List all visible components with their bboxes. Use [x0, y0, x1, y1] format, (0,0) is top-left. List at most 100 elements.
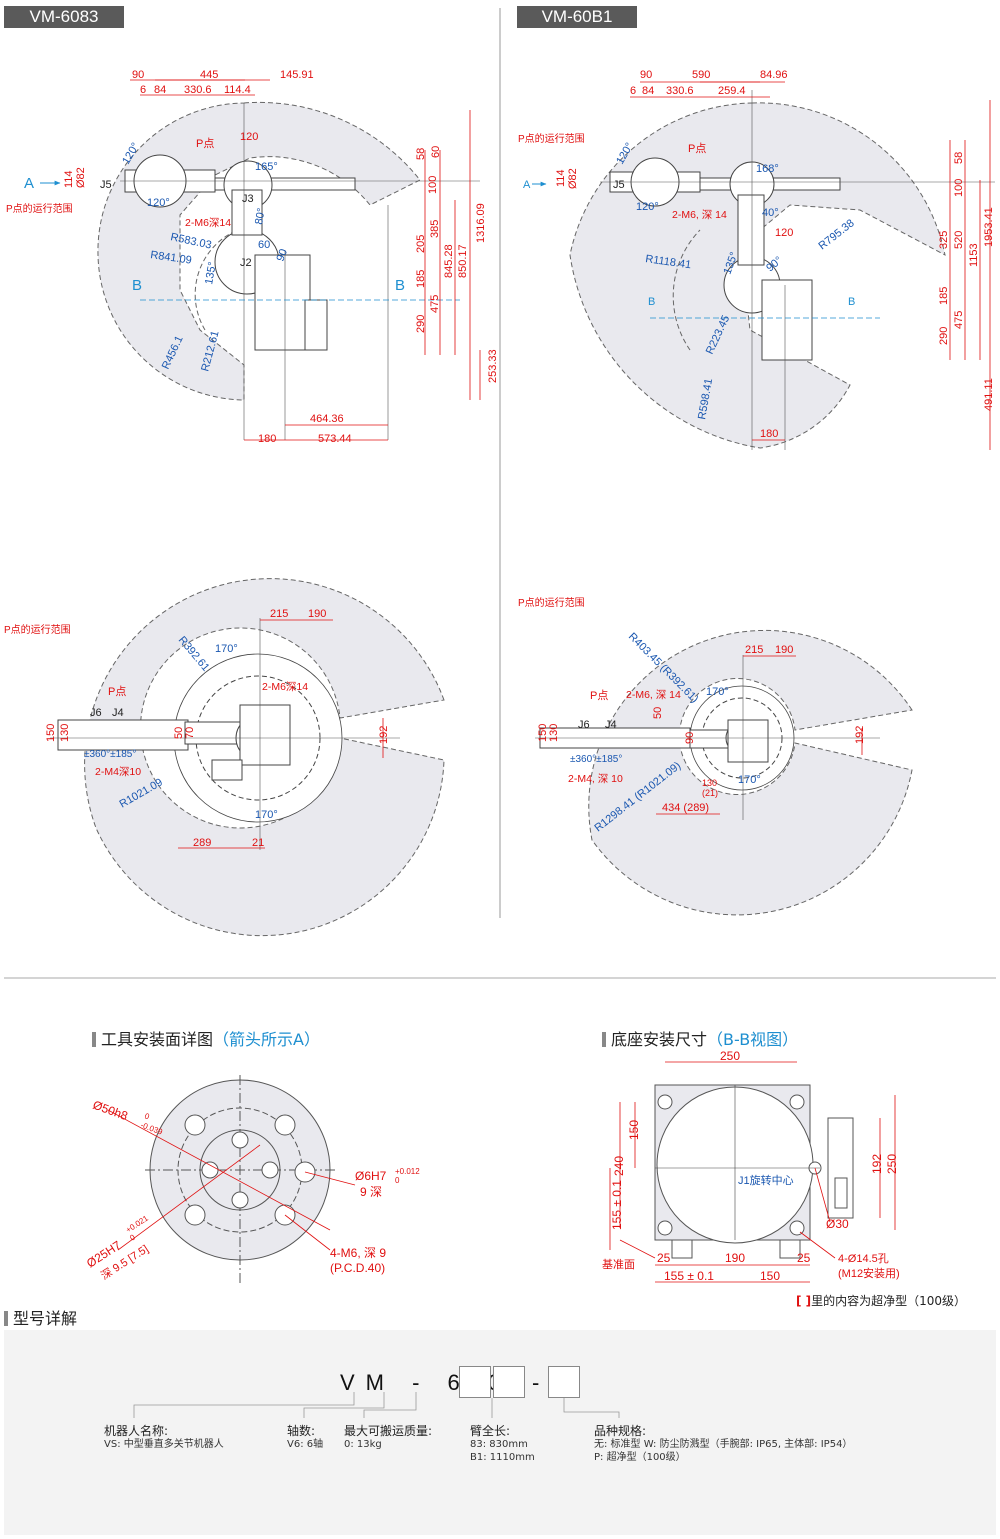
lt-d90: 90: [275, 247, 290, 263]
lt-dim-253: 253.33: [487, 349, 499, 383]
lm-p-range: P点的运行范围: [4, 623, 71, 636]
lt-r841: R841.09: [150, 249, 193, 267]
model-code-dash: -: [532, 1370, 551, 1395]
lm-dim-130: 130: [59, 724, 71, 742]
lm-dim-21: 21: [252, 837, 264, 849]
base-j1-center: J1旋转中心: [738, 1173, 794, 1187]
rm-dim-130b: 130: [702, 778, 717, 788]
code-part-3-title: 最大可搬运质量:: [344, 1424, 433, 1438]
rt-dim-6: 6: [630, 85, 636, 97]
rt-p-point: P点: [688, 142, 706, 155]
base-d25a: 25: [657, 1251, 671, 1265]
rt-label-b2: B: [848, 296, 855, 308]
lm-m6: 2-M6深14: [262, 681, 308, 693]
lm-rot: ±360°±185°: [84, 749, 136, 760]
lm-m4: 2-M4深10: [95, 766, 141, 778]
lm-dim-190: 190: [308, 608, 326, 620]
rt-dim-180: 180: [760, 428, 778, 440]
note-text: 里的内容为超净型（100级）: [811, 1294, 967, 1308]
rm-j4: J4: [605, 719, 617, 731]
rt-dim-1153: 1153: [968, 243, 980, 267]
code-part-5-line-2: P: 超净型（100级）: [594, 1452, 686, 1463]
section-bar-icon: [602, 1032, 606, 1047]
lt-p-point: P点: [196, 137, 214, 150]
lt-dim-850: 850.17: [457, 244, 469, 278]
rm-dim-90: 90: [684, 732, 696, 744]
lm-dim-215: 215: [270, 608, 288, 620]
base-ref-face: 基准面: [602, 1258, 635, 1271]
rm-dim-192: 192: [854, 726, 866, 744]
lt-dim-82v: Ø82: [75, 167, 87, 188]
tf-phi6: Ø6H7: [355, 1169, 387, 1183]
base-plate: [609, 1061, 896, 1283]
lt-dim-145: 145.91: [280, 69, 314, 81]
model-code-connectors: [133, 1392, 620, 1418]
code-box-1: [459, 1366, 491, 1398]
rt-p-range: P点的运行范围: [518, 132, 585, 145]
right-top-view: [569, 81, 995, 450]
code-part-3-line-1: 0: 13kg: [344, 1439, 382, 1450]
code-part-4-line-1: 83: 830mm: [470, 1439, 528, 1450]
model-code-panel: VM - 6 0 - 机器人名称: VS: 中型垂直多关节机器人 轴数: V6:…: [4, 1330, 996, 1535]
lm-p-point: P点: [108, 685, 126, 698]
lt-dim-114v: 114: [63, 170, 75, 188]
left-top-view: [97, 79, 481, 441]
code-part-5-title: 品种规格:: [594, 1424, 647, 1438]
right-top-inner-arc: [672, 229, 701, 351]
code-part-5-line-1: 无: 标准型 W: 防尘防溅型（手腕部: IP65, 主体部: IP54）: [594, 1439, 853, 1450]
right-mid-range: [588, 629, 913, 916]
lt-dim-90: 90: [132, 69, 144, 81]
model-code-title: 型号详解: [4, 1305, 77, 1329]
lt-dim-445: 445: [200, 69, 218, 81]
rm-m4: 2-M4, 深 10: [568, 773, 623, 785]
rm-ang-170a: 170°: [706, 686, 729, 698]
lm-dim-50: 50: [173, 727, 185, 739]
rt-ang-168: 168°: [756, 163, 779, 175]
tf-phi50-top: 0: [143, 1111, 151, 1121]
lt-ang-165: 165°: [255, 161, 278, 173]
code-part-4-line-2: B1: 1110mm: [470, 1452, 535, 1463]
code-part-1-line-1: VS: 中型垂直多关节机器人: [104, 1439, 224, 1450]
rt-dim-475: 475: [953, 311, 965, 329]
rt-dim-491: 491.11: [983, 378, 995, 411]
lm-r392: R392.61: [176, 634, 212, 674]
lt-label-b2: B: [395, 277, 405, 294]
tf-phi6-bot: 0: [395, 1176, 400, 1185]
rm-p-range: P点的运行范围: [518, 596, 585, 609]
rt-dim-590: 590: [692, 69, 710, 81]
rt-dim-520: 520: [953, 231, 965, 249]
rt-d120: 120: [775, 227, 793, 239]
tf-phi50: Ø50h8: [91, 1098, 130, 1124]
lm-dim-289: 289: [193, 837, 211, 849]
base-d192: 192: [870, 1154, 884, 1174]
rt-dim-100: 100: [953, 179, 965, 197]
rt-dim-84b: 84: [642, 85, 654, 97]
lt-ang-135: 135°: [203, 261, 219, 286]
lt-dim-6: 6: [140, 84, 146, 96]
base-d30: Ø30: [826, 1217, 849, 1231]
code-part-1-title: 机器人名称:: [104, 1424, 169, 1438]
base-hole: 4-Ø14.5孔: [838, 1252, 889, 1265]
lt-dim-114: 114.4: [224, 84, 251, 96]
rt-dim-90: 90: [640, 69, 652, 81]
tool-flange-title-hint: （箭头所示A）: [213, 1030, 320, 1049]
lt-j5: J5: [100, 179, 112, 191]
left-mid-view: [50, 578, 445, 937]
tool-flange-title: 工具安装面详图（箭头所示A）: [92, 1026, 320, 1050]
lt-dim-84: 84: [154, 84, 166, 96]
lt-dim-205: 205: [415, 235, 427, 253]
code-part-2-line-1: V6: 6轴: [287, 1439, 324, 1450]
lm-dim-150: 150: [45, 724, 57, 742]
lt-dim-1316: 1316.09: [475, 203, 487, 243]
lm-ang-170b: 170°: [255, 809, 278, 821]
base-d150-left: 150: [627, 1120, 641, 1140]
rt-ang-120b: 120°: [636, 201, 659, 213]
cleanroom-note: [ ]里的内容为超净型（100级）: [796, 1292, 966, 1309]
lm-j6: J6: [90, 707, 102, 719]
code-box-3: [548, 1366, 580, 1398]
lt-dim-330: 330.6: [184, 84, 212, 96]
lt-ang-120b: 120°: [147, 197, 170, 209]
lt-label-a: A: [24, 175, 34, 192]
base-d155-left: 155 ± 0.1: [610, 1180, 624, 1230]
lt-dim-464: 464.36: [310, 413, 344, 425]
